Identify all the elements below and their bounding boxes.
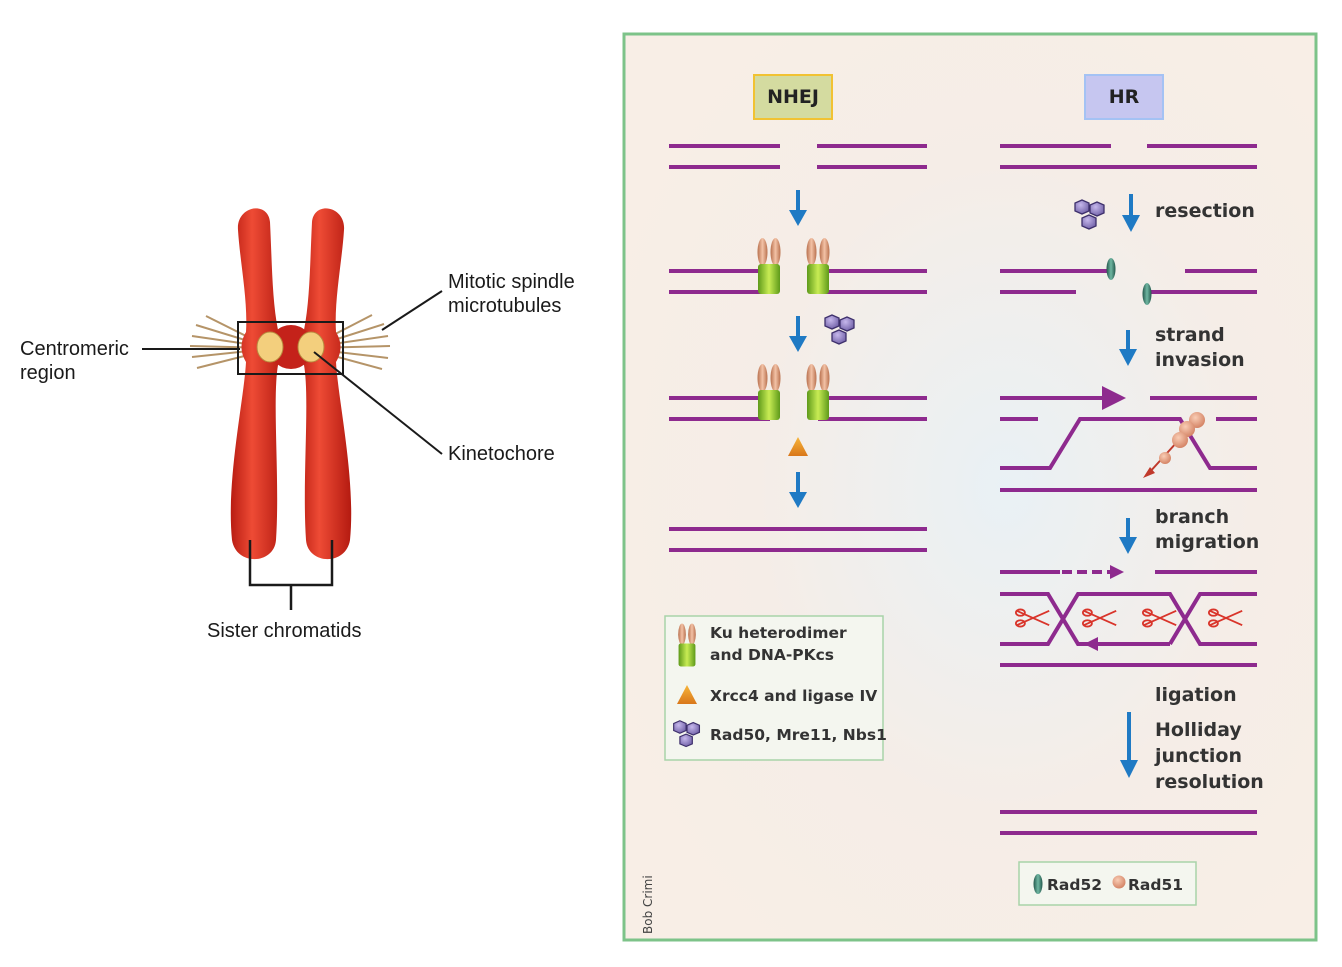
nhej-title: NHEJ: [767, 86, 819, 108]
branch-migration-label: branch migration: [1155, 506, 1259, 553]
hr-strand-invasion-dna: [1000, 386, 1257, 492]
sister-chromatid-left: [230, 208, 284, 560]
legend-rad52-label: Rad52: [1047, 876, 1102, 894]
centromeric-region-label: Centromeric region: [20, 338, 134, 384]
xrcc4-ligase-triangle: [788, 437, 808, 456]
hr-pathway: [1000, 144, 1257, 835]
legend-rad50-label: Rad50, Mre11, Nbs1: [710, 726, 887, 744]
sister-chromatids-bracket: [248, 540, 334, 610]
nhej-ligase-dna: [669, 396, 927, 421]
hr-branch-migration-dna: [1000, 570, 1257, 667]
rad52-protein-2: [1142, 283, 1152, 305]
legend-ku-label: Ku heterodimer and DNA-PKcs: [710, 624, 852, 664]
resection-label: resection: [1155, 200, 1255, 222]
branch-dashed-arrowhead-left: [1084, 637, 1098, 651]
hr-header: HR: [1084, 74, 1164, 120]
nhej-ku-bound-dna: [669, 269, 927, 294]
nhej-arrow-3: [789, 472, 807, 508]
nhej-arrow-1: [789, 190, 807, 226]
rad51-filament: [1143, 412, 1205, 478]
spindle-leader: [381, 290, 443, 331]
legend-rad51-icon: [1112, 875, 1126, 889]
hr-legend: Rad52 Rad51: [1018, 861, 1197, 906]
holliday-resolution-label: Holliday junction resolution: [1154, 719, 1264, 793]
sister-chromatids-label: Sister chromatids: [207, 620, 362, 642]
rad52-protein-1: [1106, 258, 1116, 280]
artist-credit: Bob Crimi: [641, 875, 655, 934]
hr-broken-dna: [1000, 144, 1257, 169]
dna-repair-panel: NHEJ HR: [622, 32, 1318, 942]
legend-rad52-icon: [1033, 874, 1043, 894]
hr-arrow-branch: [1119, 518, 1137, 554]
chromosome-figure: Mitotic spindle microtubules Centromeric…: [20, 208, 580, 642]
hr-resolved-dna: [1000, 810, 1257, 835]
hr-arrows: [1119, 194, 1140, 778]
hr-arrow-resolution: [1120, 712, 1138, 778]
panel-border: [622, 32, 1318, 942]
sister-chromatid-right: [298, 208, 352, 560]
mitotic-spindle-label: Mitotic spindle microtubules: [448, 271, 580, 317]
nhej-pathway: [669, 144, 927, 552]
nhej-arrow-2: [789, 316, 807, 352]
kinetochore-left: [256, 331, 284, 363]
hr-arrow-invasion: [1119, 330, 1137, 366]
kinetochore-leader: [313, 351, 443, 455]
strand-invasion-label: strand invasion: [1155, 324, 1245, 371]
hr-arrow-resection: [1122, 194, 1140, 232]
legend-xrcc4-icon: [677, 685, 697, 704]
hr-resected-dna: [1000, 269, 1257, 294]
nhej-broken-dna: [669, 144, 927, 169]
kinetochore-label: Kinetochore: [448, 443, 555, 465]
nhej-repaired-dna: [669, 527, 927, 552]
legend-xrcc4-label: Xrcc4 and ligase IV: [710, 687, 877, 705]
ligation-label: ligation: [1155, 684, 1237, 706]
branch-dashed-arrowhead-right: [1110, 565, 1124, 579]
legend-rad51-label: Rad51: [1128, 876, 1183, 894]
nhej-legend: Ku heterodimer and DNA-PKcs Xrcc4 and li…: [664, 615, 887, 761]
nhej-arrows: [789, 190, 807, 508]
nhej-header: NHEJ: [753, 74, 833, 120]
hr-title: HR: [1109, 86, 1140, 108]
